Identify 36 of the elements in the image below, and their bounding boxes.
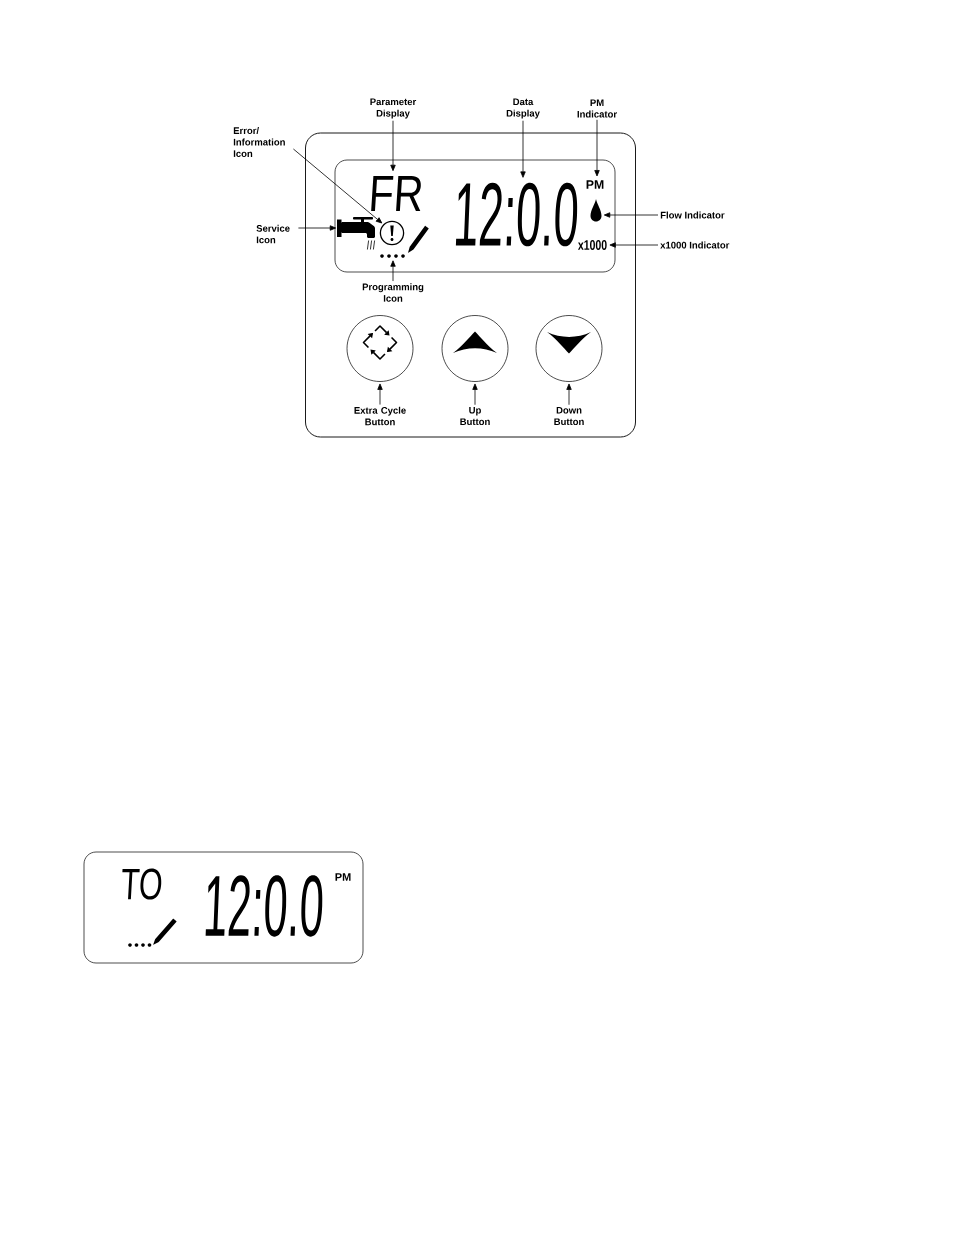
display-readout: FR [371,175,421,212]
callout-label: Parameter Display [370,98,417,119]
leader-arrow [609,242,659,248]
leader-arrow [293,148,383,224]
leader-arrow [472,383,478,406]
callout-label: Data Display [506,98,540,119]
leader-arrow [603,212,659,218]
lcd-screen [83,851,364,964]
leader-arrow [520,120,526,178]
exclamation-icon [379,220,405,246]
dots-pencil-icon [128,918,177,947]
pm-indicator: PM [335,873,351,881]
multiplier-indicator: x1000 [578,240,607,250]
control-panel [305,132,636,438]
callout-label: Down Button [554,406,584,426]
leader-arrow [390,260,396,282]
lcd-screen [334,159,616,273]
display-readout: 12:0.0 [205,875,323,937]
leader-arrow [390,120,396,172]
dots-pencil-icon [380,225,429,258]
faucet-icon [337,217,375,250]
leader-arrow [594,119,600,177]
callout-label: Service Icon [256,224,290,244]
callout-label: Error/ Information Icon [233,127,285,157]
display-readout: 12:0.0 [455,182,578,247]
callout-label: PM Indicator [577,99,617,118]
leader-arrow [566,383,572,406]
display-readout: TO [122,868,162,900]
callout-label: Flow Indicator [660,211,725,219]
callout-label: Extra Cycle Button [354,406,406,426]
leader-arrow [298,225,337,231]
callout-label: Up Button [460,406,490,426]
callout-label: Programming Icon [362,283,424,302]
callout-label: x1000 Indicator [660,241,730,249]
pm-indicator: PM [586,180,604,189]
leader-arrow [377,383,383,405]
